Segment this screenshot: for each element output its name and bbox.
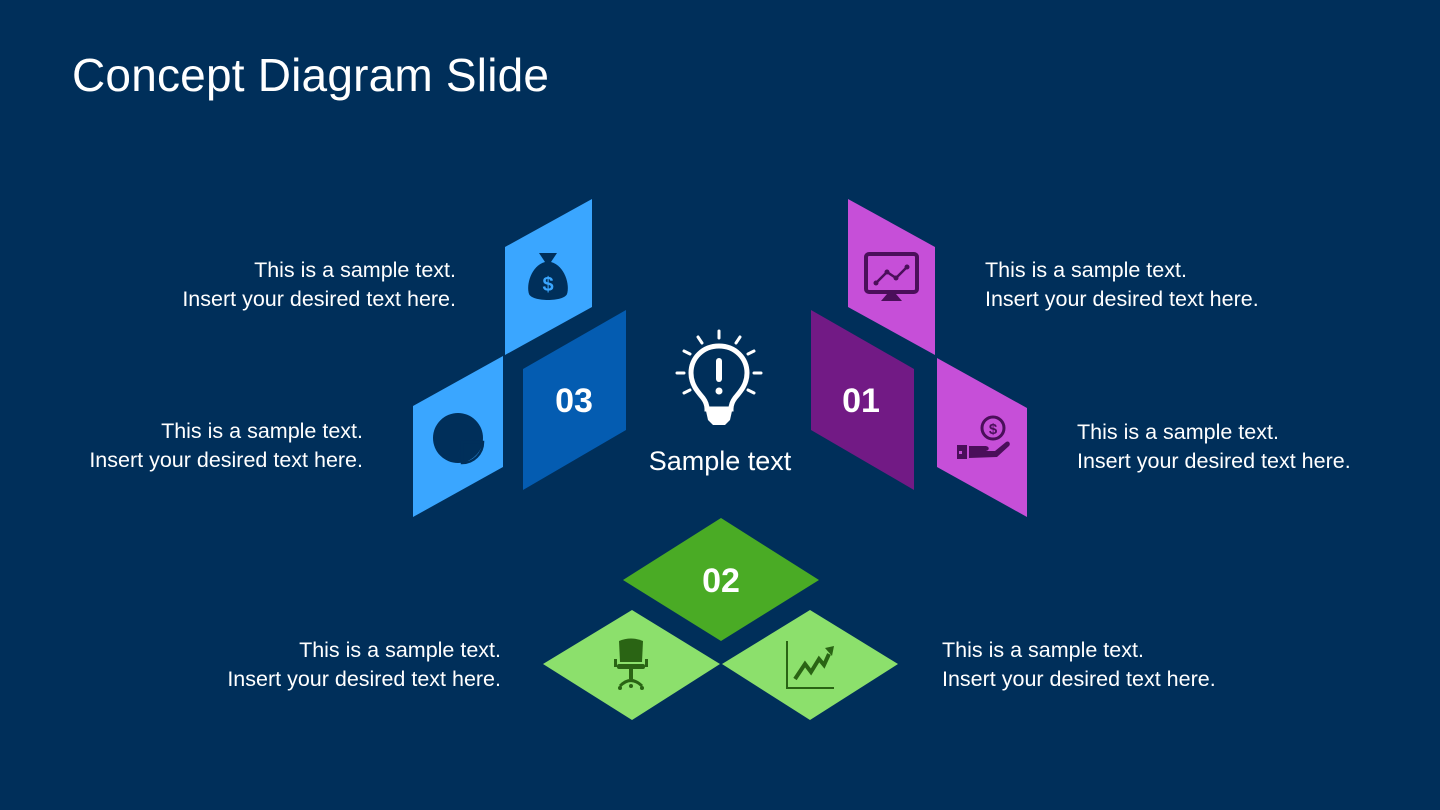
caption-line-1: This is a sample text.	[942, 638, 1144, 662]
number-01: 01	[842, 382, 880, 420]
caption-top-left: This is a sample text. Insert your desir…	[182, 256, 456, 314]
caption-line-1: This is a sample text.	[299, 638, 501, 662]
caption-line-2: Insert your desired text here.	[942, 667, 1216, 691]
hand-coin-tile	[937, 358, 1027, 517]
number-02: 02	[702, 562, 740, 600]
number-01-tile	[811, 310, 914, 490]
caption-top-right: This is a sample text. Insert your desir…	[985, 256, 1259, 314]
caption-mid-left: This is a sample text. Insert your desir…	[89, 417, 363, 475]
money-bag-icon: $	[528, 253, 568, 300]
number-03-tile	[523, 310, 626, 490]
monitor-chart-icon	[864, 252, 919, 301]
group-01: 01 $	[811, 199, 1027, 517]
growth-chart-tile	[722, 610, 898, 720]
caption-line-1: This is a sample text.	[161, 419, 363, 443]
office-chair-icon	[614, 638, 648, 690]
group-03: 03 $	[413, 199, 626, 517]
lightbulb-exclamation-icon	[675, 329, 763, 425]
caption-line-1: This is a sample text.	[1077, 420, 1279, 444]
growth-chart-icon	[786, 641, 834, 689]
caption-bottom-left: This is a sample text. Insert your desir…	[227, 636, 501, 694]
caption-bottom-right: This is a sample text. Insert your desir…	[942, 636, 1216, 694]
pie-chart-icon	[433, 413, 485, 465]
slide-title: Concept Diagram Slide	[72, 49, 550, 101]
caption-line-1: This is a sample text.	[985, 258, 1187, 282]
number-03: 03	[555, 382, 593, 420]
caption-line-2: Insert your desired text here.	[1077, 449, 1351, 473]
caption-mid-right: This is a sample text. Insert your desir…	[1077, 418, 1351, 476]
caption-line-2: Insert your desired text here.	[985, 287, 1259, 311]
caption-line-2: Insert your desired text here.	[182, 287, 456, 311]
center-label: Sample text	[648, 446, 792, 476]
svg-text:$: $	[542, 274, 553, 296]
caption-line-2: Insert your desired text here.	[89, 448, 363, 472]
svg-text:$: $	[989, 421, 998, 438]
caption-line-1: This is a sample text.	[254, 258, 456, 282]
caption-line-2: Insert your desired text here.	[227, 667, 501, 691]
number-02-tile	[623, 518, 819, 641]
hand-coin-icon: $	[957, 415, 1010, 459]
monitor-chart-tile	[848, 199, 935, 355]
group-02: 02	[543, 518, 898, 720]
